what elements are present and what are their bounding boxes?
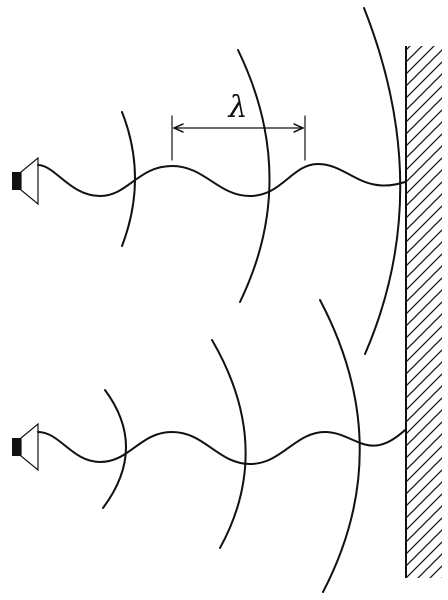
lower-wave [37, 429, 406, 465]
upper-wavefront-3 [363, 7, 402, 355]
lower-wavefront-2 [211, 339, 247, 549]
wavelength-label: λ [227, 90, 247, 125]
upper-wavefront-2 [237, 49, 271, 303]
reflecting-wall [405, 46, 442, 578]
speaker-icon [12, 156, 39, 206]
speaker-icon [12, 422, 39, 472]
upper-wave [37, 163, 406, 197]
lower-wavefront-1 [102, 389, 127, 509]
lower-wavefront-3 [319, 299, 361, 593]
upper-wavefront-1 [121, 111, 136, 247]
wavelength-indicator: λ [171, 90, 306, 161]
